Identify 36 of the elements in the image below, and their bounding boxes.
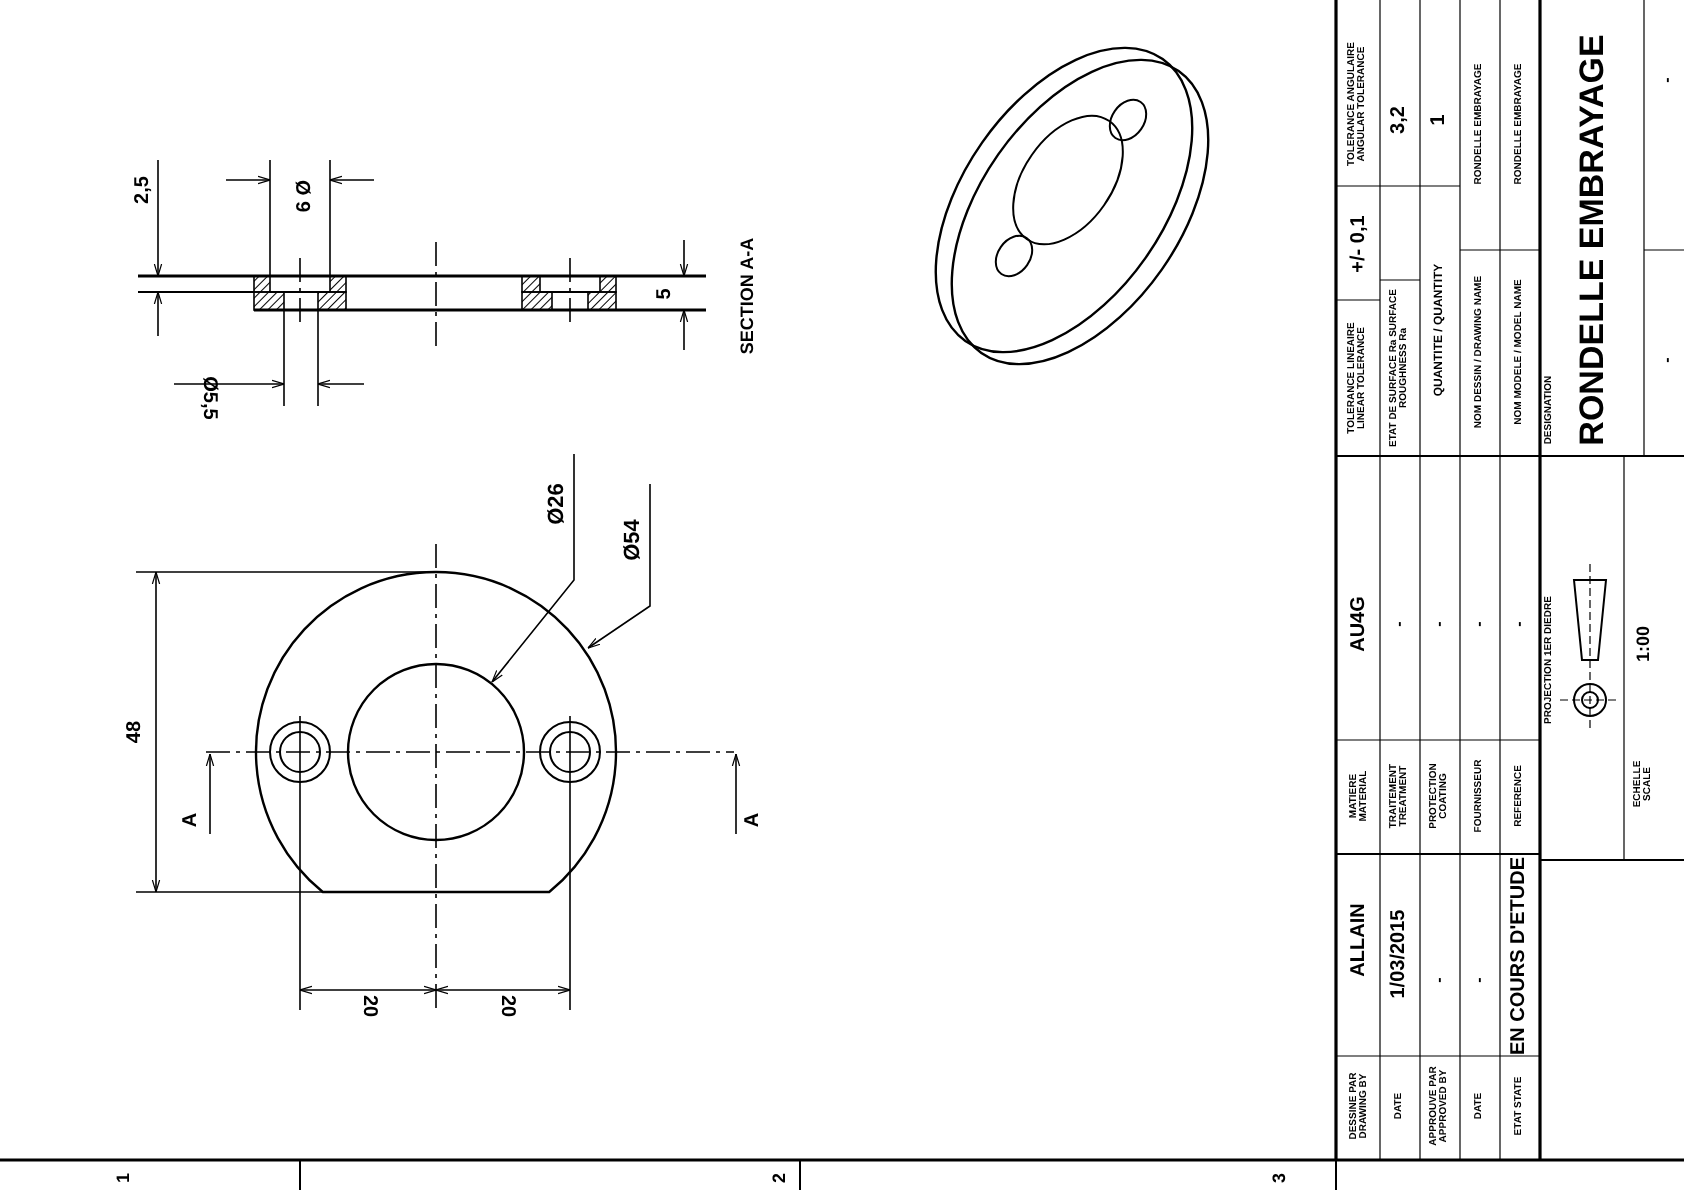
dimension-text: 48 [126,720,146,744]
title-block-value: - [1472,977,1488,983]
title-block-value: - [1392,621,1408,627]
dimension-text: Ø5,5 [198,376,218,420]
scale-value: 1:00 [1635,626,1653,662]
leader-line [491,453,575,683]
dimension-text: 5 [656,288,676,300]
title-block-value: - [1432,621,1448,627]
section-letter: A [182,812,202,828]
zone-number: 2 [771,1173,789,1183]
leader-line [587,483,651,649]
title-block-value: +/- 0,1 [1350,215,1370,273]
diameter-dimension: Ø26 [547,483,569,525]
dimension-text: 2,5 [134,176,154,204]
title-block-value: - [1472,621,1488,627]
title-block-value: - [1660,77,1676,83]
zone-number: 1 [115,1173,133,1183]
bore-circle [346,662,526,842]
dimension-text: 20 [358,994,378,1018]
title-block-value: AU4G [1350,596,1370,652]
title-block-value: - [1660,357,1676,363]
title-block-value: 3,2 [1390,106,1410,134]
section-letter: A [744,812,764,828]
section-label: SECTION A-A [739,237,757,355]
zone-number: 3 [1271,1173,1289,1183]
drawing-title: RONDELLE EMBRAYAGE [1575,34,1609,446]
dimension-text: 20 [496,994,516,1018]
title-block-value: - [1512,621,1528,627]
outer-contour [254,570,618,894]
dimension-text: 6 Ø [296,179,316,213]
title-block-value: - [1432,977,1448,983]
title-block-value: 1/03/2015 [1390,909,1410,999]
diameter-dimension: Ø54 [623,519,645,561]
title-block-value: 1 [1430,114,1450,126]
title-block-value: ALLAIN [1350,903,1370,977]
title-block-value: EN COURS D'ETUDE [1510,856,1530,1056]
